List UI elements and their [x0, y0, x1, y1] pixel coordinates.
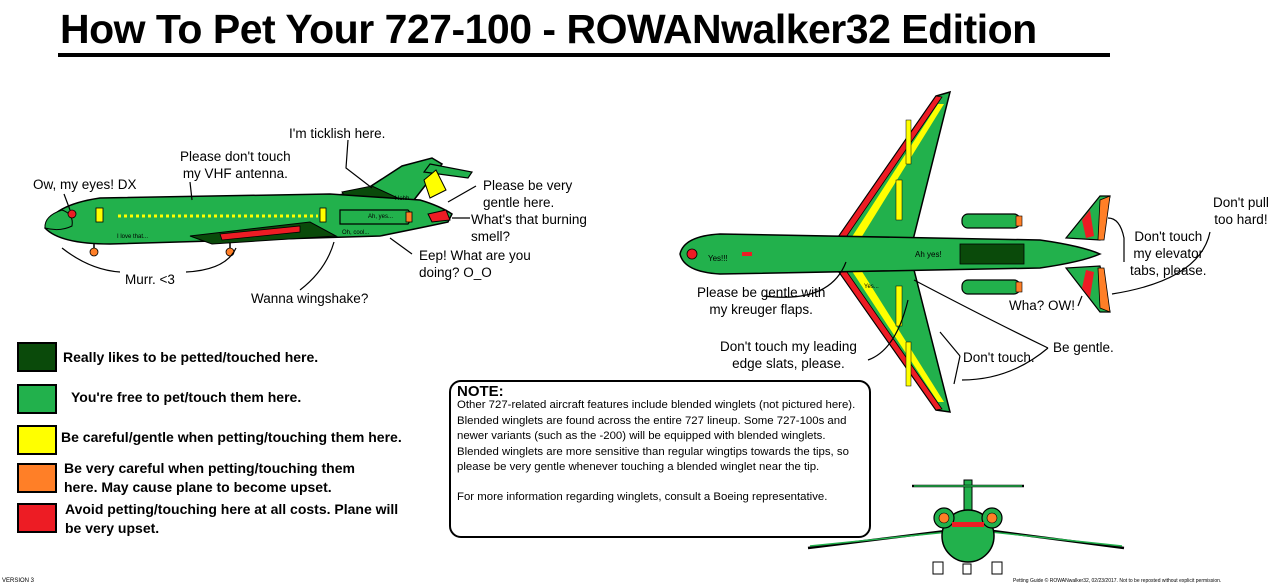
- legend-text-dark-green: Really likes to be petted/touched here.: [63, 349, 319, 365]
- front-red-band: [952, 522, 984, 527]
- side-stab-yellow: [423, 169, 447, 199]
- label-vhf: Please don't touch my VHF antenna.: [180, 149, 291, 181]
- label-wha-ow: Wha? OW!: [1009, 298, 1076, 313]
- top-stab-lower-tab: [1097, 267, 1111, 313]
- label-elevator: Don't touch my elevator tabs, please.: [1130, 229, 1207, 278]
- side-engine-orange: [405, 211, 413, 223]
- legend-text-yellow: Be careful/gentle when petting/touching …: [61, 429, 402, 445]
- inline-yes: Yes!!!: [708, 254, 728, 263]
- side-nose-gear: [89, 247, 99, 257]
- legend-swatch-dark-green: [17, 342, 57, 372]
- top-stab-upper-red: [1082, 210, 1094, 238]
- label-gentle-tail: Please be very gentle here.: [483, 178, 573, 210]
- label-kreuger: Please be gentle with my kreuger flaps.: [697, 285, 826, 317]
- side-pointer-lines: [61, 139, 477, 291]
- label-eyes: Ow, my eyes! DX: [33, 177, 137, 192]
- inline-hehh: Hehh...: [395, 196, 415, 202]
- side-rear-door: [319, 207, 327, 223]
- label-dont-pull: Don't pull too hard!: [1213, 195, 1269, 227]
- side-exhaust-red: [427, 209, 451, 223]
- top-engine-upper-tip: [1015, 215, 1023, 227]
- note-footer: For more information regarding winglets,…: [457, 490, 828, 503]
- label-murr: Murr. <3: [125, 272, 175, 287]
- top-nose-mark: [686, 248, 698, 260]
- inline-ah-yes-top: Ah yes!: [915, 250, 942, 259]
- legend-text-orange: Be very careful when petting/touching th…: [64, 460, 355, 495]
- page-title: How To Pet Your 727-100 - ROWANwalker32 …: [60, 6, 1037, 52]
- label-burning: What's that burning smell?: [471, 212, 587, 244]
- inline-yes-small: Yes...: [864, 284, 879, 290]
- note-heading: NOTE:: [457, 383, 504, 400]
- legend-swatch-orange: [17, 463, 57, 493]
- legend-swatch-red: [17, 503, 57, 533]
- top-lower-wing-yellow: [846, 262, 944, 402]
- top-engine-lower-tip: [1015, 281, 1023, 293]
- side-fuselage: [44, 193, 453, 245]
- top-flap-marks: [895, 119, 912, 387]
- inline-oh-cool: Oh, cool...: [342, 230, 370, 236]
- top-upper-wing-yellow: [846, 104, 944, 246]
- top-dark-rear: [959, 243, 1025, 265]
- label-dont-touch: Don't touch.: [963, 350, 1035, 365]
- note-body: Other 727-related aircraft features incl…: [457, 399, 856, 474]
- top-stab-lower-red: [1082, 270, 1094, 298]
- top-centre-mark: [742, 252, 752, 256]
- note-box: NOTE: Other 727-related aircraft feature…: [449, 380, 871, 538]
- legend-text-green: You're free to pet/touch them here.: [71, 389, 302, 405]
- inline-ah-yes-side: Ah, yes...: [368, 214, 394, 220]
- side-cockpit-mark: [67, 209, 77, 219]
- label-eep: Eep! What are you doing? O_O: [419, 248, 531, 280]
- top-stab-upper-tab: [1097, 195, 1111, 241]
- legend-swatch-green: [17, 384, 57, 414]
- title-underline: [58, 53, 1110, 57]
- label-ticklish: I'm ticklish here.: [289, 126, 386, 141]
- legend-text-red: Avoid petting/touching here at all costs…: [65, 501, 399, 536]
- inline-love-that: I love that...: [117, 234, 149, 240]
- credit-line: Petting Guide © ROWANwalker32, 02/23/201…: [1013, 578, 1222, 584]
- side-door: [95, 207, 104, 223]
- label-slats: Don't touch my leading edge slats, pleas…: [720, 339, 857, 371]
- side-horizontal-stab: [422, 163, 474, 179]
- legend-swatch-yellow: [17, 425, 57, 455]
- label-wingshake: Wanna wingshake?: [251, 291, 369, 306]
- label-be-gentle: Be gentle.: [1053, 340, 1114, 355]
- version-label: VERSION 3: [2, 578, 35, 584]
- side-wing-flaps: [219, 225, 301, 241]
- top-pointer-lines: [763, 217, 1211, 385]
